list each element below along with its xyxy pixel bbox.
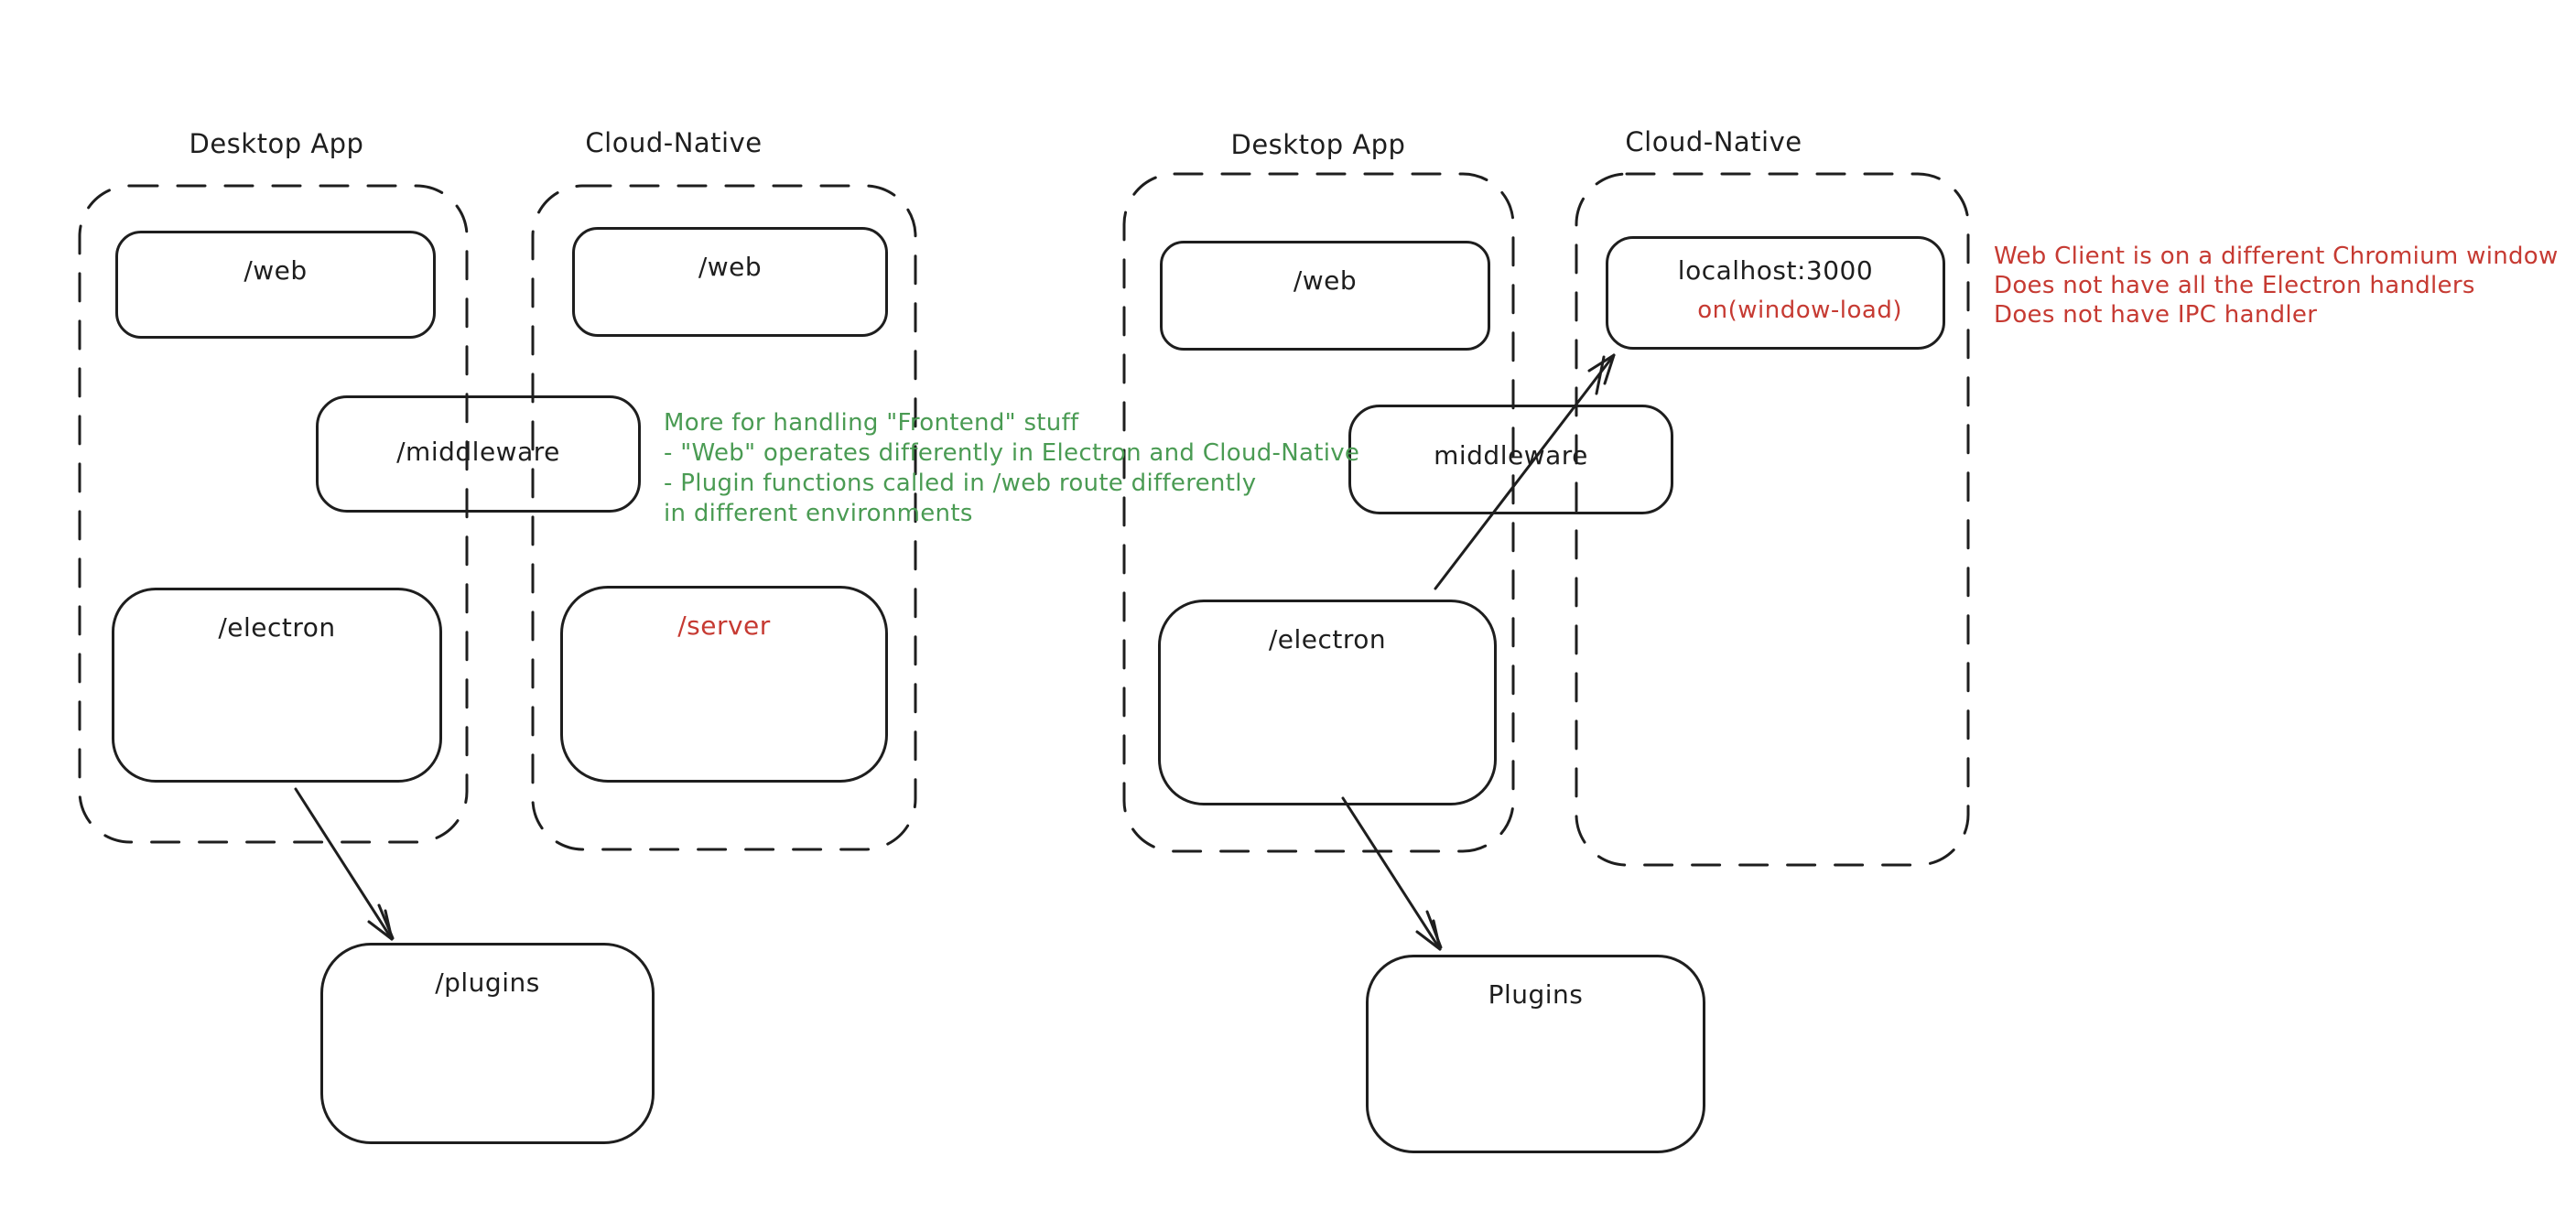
note-line: in different environments bbox=[664, 500, 973, 527]
left-web-cloud-box: /web bbox=[572, 227, 888, 337]
arrow-electron-to-plugins-right bbox=[1341, 796, 1443, 951]
right-plugins-box: Plugins bbox=[1366, 955, 1705, 1153]
right-cloud-native-label: Cloud-Native bbox=[1625, 126, 1802, 157]
right-desktop-app-label: Desktop App bbox=[1230, 129, 1406, 160]
note-line: - Plugin functions called in /web route … bbox=[664, 470, 1257, 497]
right-web-client-note: Web Client is on a different Chromium wi… bbox=[1994, 242, 2559, 330]
right-electron-label: /electron bbox=[1268, 624, 1387, 654]
left-electron-label: /electron bbox=[218, 612, 336, 643]
left-middleware-label: /middleware bbox=[396, 437, 560, 467]
right-localhost-event-label: on(window-load) bbox=[1697, 297, 1902, 324]
right-middleware-box: middleware bbox=[1348, 405, 1673, 514]
right-plugins-label: Plugins bbox=[1488, 979, 1584, 1010]
note-line: Does not have IPC handler bbox=[1994, 301, 2318, 329]
right-localhost-label: localhost:3000 bbox=[1677, 255, 1874, 286]
right-web-label: /web bbox=[1293, 265, 1358, 296]
left-frontend-note: More for handling "Frontend" stuff - "We… bbox=[664, 408, 1359, 529]
left-desktop-app-label: Desktop App bbox=[189, 128, 364, 159]
left-cloud-native-label: Cloud-Native bbox=[585, 127, 763, 158]
right-web-box: /web bbox=[1160, 241, 1490, 351]
right-localhost-box: localhost:3000 on(window-load) bbox=[1606, 236, 1945, 350]
left-web-desktop-box: /web bbox=[115, 231, 436, 339]
left-web-desktop-label: /web bbox=[244, 255, 308, 286]
left-electron-box: /electron bbox=[112, 588, 442, 783]
left-web-cloud-label: /web bbox=[698, 252, 763, 282]
left-plugins-box: /plugins bbox=[320, 943, 655, 1144]
right-electron-box: /electron bbox=[1158, 600, 1497, 805]
note-line: - "Web" operates differently in Electron… bbox=[664, 439, 1360, 467]
arrow-electron-to-plugins-left bbox=[294, 787, 395, 941]
left-server-box: /server bbox=[560, 586, 888, 783]
right-middleware-label: middleware bbox=[1434, 440, 1588, 470]
left-middleware-box: /middleware bbox=[316, 395, 641, 513]
left-plugins-label: /plugins bbox=[435, 967, 540, 998]
note-line: Web Client is on a different Chromium wi… bbox=[1994, 243, 2559, 270]
note-line: More for handling "Frontend" stuff bbox=[664, 409, 1079, 437]
left-server-label: /server bbox=[677, 611, 771, 641]
note-line: Does not have all the Electron handlers bbox=[1994, 272, 2475, 299]
